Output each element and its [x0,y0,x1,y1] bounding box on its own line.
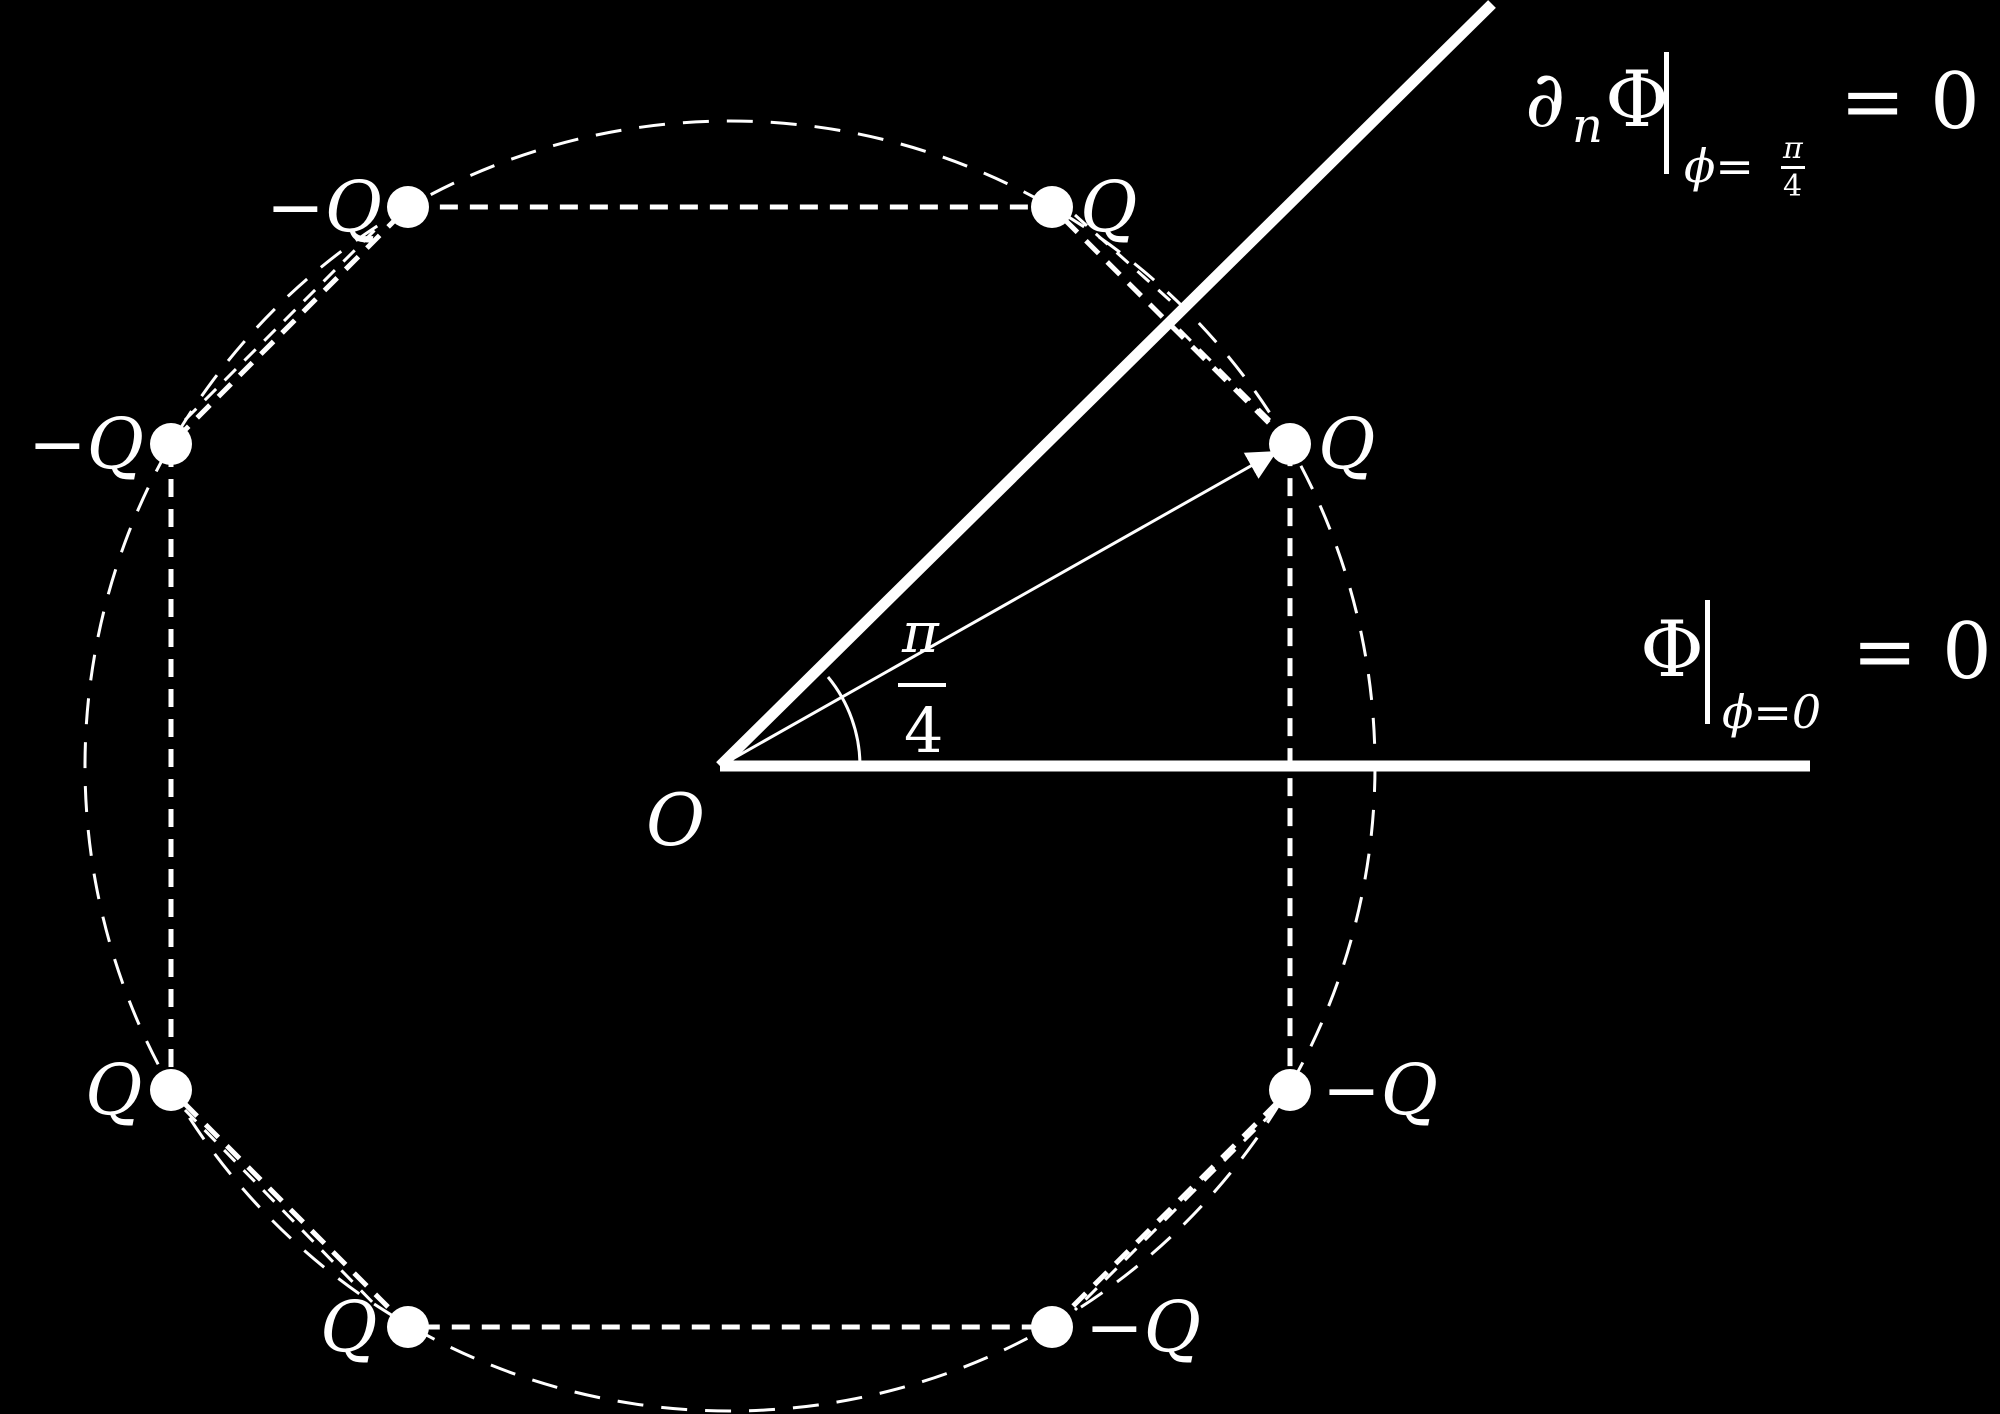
neumann-partial: ∂ [1525,55,1565,145]
dirichlet-rhs: = 0 [1852,607,1992,697]
charge-labels: Q Q −Q −Q Q Q −Q −Q [28,166,1438,1368]
neumann-condition: ∂ n Φ ϕ= π 4 = 0 [1525,52,1980,204]
dirichlet-field: Φ [1640,605,1704,695]
neumann-eval-denominator: 4 [1783,169,1802,204]
charge-label: Q [85,1049,142,1131]
angle-arc [826,676,862,767]
neumann-eval-numerator: π [1782,131,1804,166]
fraction-bar [898,683,946,687]
dirichlet-evaluation: ϕ=0 [1722,685,1821,739]
origin-label: O [646,778,705,862]
position-vector [719,451,1278,768]
eval-fraction-bar [1781,166,1805,169]
charge-dot [387,186,429,228]
charge-dot [1031,186,1073,228]
angle-denominator: 4 [904,694,943,767]
charge-dot [1269,1069,1311,1111]
charge-label: −Q [1085,1286,1201,1368]
evaluation-bar [1705,600,1710,724]
charge-label: Q [320,1286,377,1368]
neumann-field: Φ [1605,55,1669,145]
evaluation-bar [1664,52,1669,174]
charge-dot [1031,1306,1073,1348]
neumann-subscript: n [1572,98,1603,154]
charge-label: −Q [28,403,144,485]
neumann-evaluation: ϕ= [1684,139,1754,193]
charge-label: Q [1318,403,1375,485]
dirichlet-condition: Φ ϕ=0 = 0 [1640,600,1992,739]
wall-phi-pi-over-4 [716,0,1496,770]
charges [150,186,1311,1348]
charge-dot [1269,423,1311,465]
neumann-rhs: = 0 [1840,57,1980,147]
wall-connectors [183,213,1277,1312]
angle-numerator: π [901,601,940,666]
charge-label: Q [1080,166,1137,248]
charge-dot [150,423,192,465]
angle-label: π 4 [898,601,946,767]
charge-label: −Q [1322,1049,1438,1131]
charge-dot [387,1306,429,1348]
charge-dot [150,1069,192,1111]
charge-label: −Q [266,166,382,248]
